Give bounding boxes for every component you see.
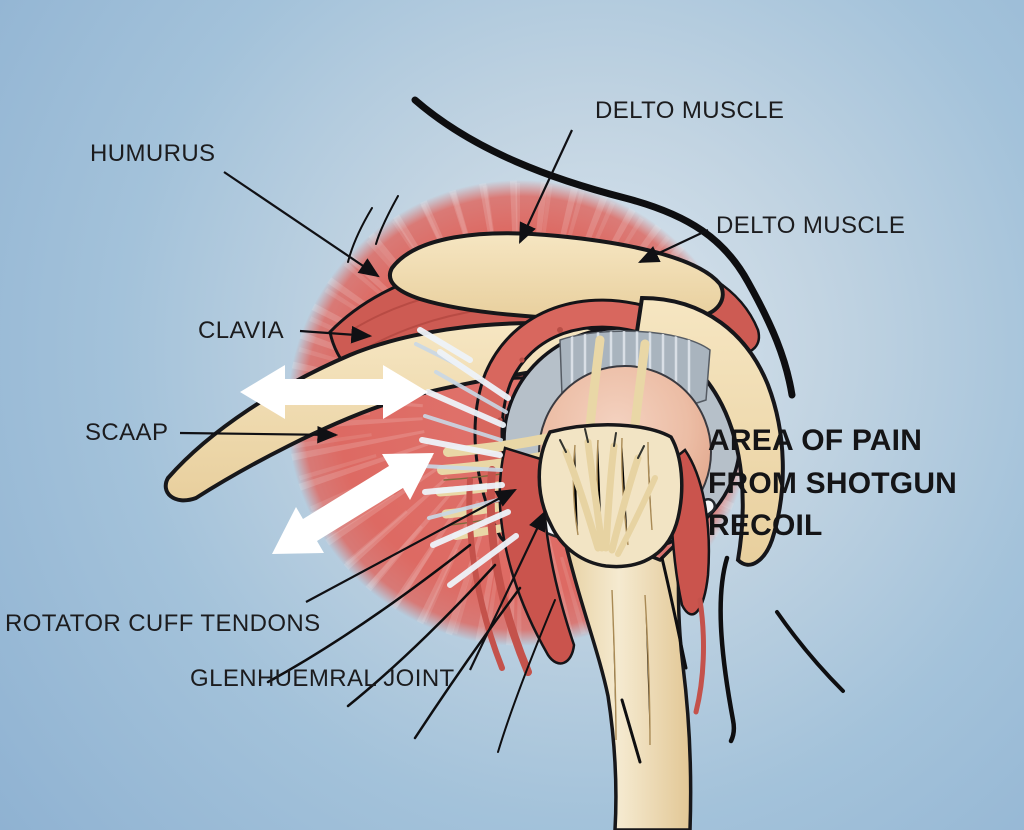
- label-clavia: CLAVIA: [198, 317, 284, 344]
- leader-clavia: [299, 325, 373, 344]
- bone-scapula: [633, 295, 785, 567]
- label-scaap: SCAAP: [85, 419, 169, 446]
- leader-delto-right: [638, 229, 709, 263]
- white-recoil-arrow-diagonal: [272, 453, 434, 554]
- tendon-hand-fan: [559, 428, 658, 557]
- white-fiber-fringe: [414, 327, 519, 588]
- leader-scaap: [179, 425, 339, 444]
- white-recoil-arrow-horizontal: [240, 365, 428, 419]
- bone-humerus-shaft: [557, 517, 693, 830]
- leader-rotator-cuff: [305, 488, 517, 603]
- label-rotator-cuff-tendons: ROTATOR CUFF TENDONS: [5, 610, 321, 637]
- body-contour-lines: [266, 96, 845, 764]
- label-delto-muscle-right: DELTO MUSCLE: [716, 212, 906, 239]
- leader-lines: [179, 129, 709, 671]
- leader-delto-top: [519, 129, 573, 244]
- leader-glenhuemral: [469, 510, 546, 671]
- label-area-of-pain: AREA OF PAIN FROM SHOTGUN RECOIL: [708, 424, 958, 543]
- muscles-flanking-humerus: [466, 446, 711, 715]
- label-humurus: HUMURUS: [90, 140, 216, 167]
- label-delto-muscle-top: DELTO MUSCLE: [595, 97, 785, 124]
- recoil-arrows: [240, 365, 434, 554]
- leader-humurus: [223, 171, 380, 278]
- label-glenhuemral-joint: GLENHUEMRAL JOINT: [190, 665, 455, 692]
